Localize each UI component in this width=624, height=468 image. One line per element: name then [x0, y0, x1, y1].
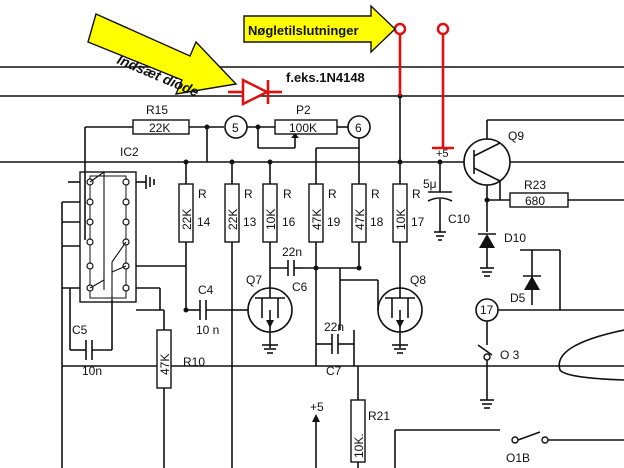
- ic2-label: IC2: [120, 145, 139, 159]
- r21-value: 10K.: [352, 433, 366, 458]
- r16-value: 10K: [264, 209, 278, 230]
- r19-value: 47K: [310, 209, 324, 230]
- q7-label: Q7: [246, 273, 262, 287]
- c7-capacitor: [316, 330, 355, 366]
- node-6-label: 6: [355, 121, 362, 135]
- c5-r10-components: [61, 202, 172, 468]
- c7-value: 22n: [324, 320, 344, 334]
- r16-label: R: [283, 187, 292, 201]
- node-17-label: 17: [480, 303, 494, 317]
- c6-value: 22n: [282, 245, 302, 259]
- yellow-arrow-insert-diode: [87, 13, 238, 95]
- plus5-upper: +5: [436, 148, 449, 160]
- d5-label: D5: [510, 291, 526, 305]
- o1b-label: O1B: [506, 451, 530, 465]
- c5-label: C5: [72, 323, 88, 337]
- r14-r13-resistors: [178, 159, 240, 468]
- q8-label: Q8: [410, 273, 426, 287]
- r15-value: 22K: [149, 121, 170, 135]
- c10-value: 5μ: [423, 177, 437, 191]
- d5-diode: [524, 276, 540, 290]
- r18-value: 47K: [353, 209, 367, 230]
- right-circuit: [427, 119, 624, 444]
- r21-area: [312, 366, 500, 468]
- r17-value: 10K: [394, 209, 408, 230]
- d10-zener: [479, 234, 495, 248]
- c7-label: C7: [326, 364, 342, 378]
- plus5-lower: +5: [310, 400, 324, 414]
- o3-label: O 3: [500, 348, 520, 362]
- resistor-column: [262, 93, 408, 366]
- inserted-diode: [228, 77, 282, 107]
- r17-label: R: [412, 187, 421, 201]
- q9-transistor: [463, 138, 511, 186]
- q9-label: Q9: [508, 129, 524, 143]
- q7-transistor: [232, 287, 293, 354]
- c10-label: C10: [448, 212, 470, 226]
- r14-value: 22K: [180, 209, 194, 230]
- top-row-circuit: [84, 115, 371, 240]
- r19-number: 19: [327, 215, 341, 229]
- r13-label: R: [244, 187, 253, 201]
- key-connection-lines: [393, 22, 454, 150]
- r23-value: 680: [525, 194, 545, 208]
- key-connections-label: Nøgletilslutninger: [248, 23, 359, 38]
- ic2-chip: [62, 171, 186, 311]
- r19-label: R: [328, 187, 337, 201]
- r18-number: 18: [370, 215, 384, 229]
- p2-value: 100K: [289, 121, 317, 135]
- r10-value: 47K: [158, 354, 172, 375]
- r13-number: 13: [243, 215, 257, 229]
- key-terminal-2: [436, 22, 450, 36]
- r14-label: R: [198, 187, 207, 201]
- r18-label: R: [371, 187, 380, 201]
- p2-label: P2: [296, 103, 311, 117]
- r10-label: R10: [183, 355, 205, 369]
- diode-example-label: f.eks.1N4148: [286, 70, 365, 85]
- c4-label: C4: [198, 283, 214, 297]
- supply-rails: [0, 66, 624, 367]
- r21-label: R21: [368, 409, 390, 423]
- r15-label: R15: [146, 103, 168, 117]
- r17-number: 17: [411, 215, 425, 229]
- key-terminal-1: [393, 22, 407, 36]
- q8-transistor: [340, 279, 423, 354]
- r16-number: 16: [282, 215, 296, 229]
- r23-label: R23: [524, 178, 546, 192]
- d10-label: D10: [504, 231, 526, 245]
- node-5-label: 5: [232, 121, 239, 135]
- c4-value: 10 n: [196, 323, 219, 337]
- c6-label: C6: [292, 280, 308, 294]
- c5-value: 10n: [82, 364, 102, 378]
- yellow-arrow-key-connections: [243, 4, 397, 54]
- r13-value: 22K: [226, 209, 240, 230]
- r14-number: 14: [197, 215, 211, 229]
